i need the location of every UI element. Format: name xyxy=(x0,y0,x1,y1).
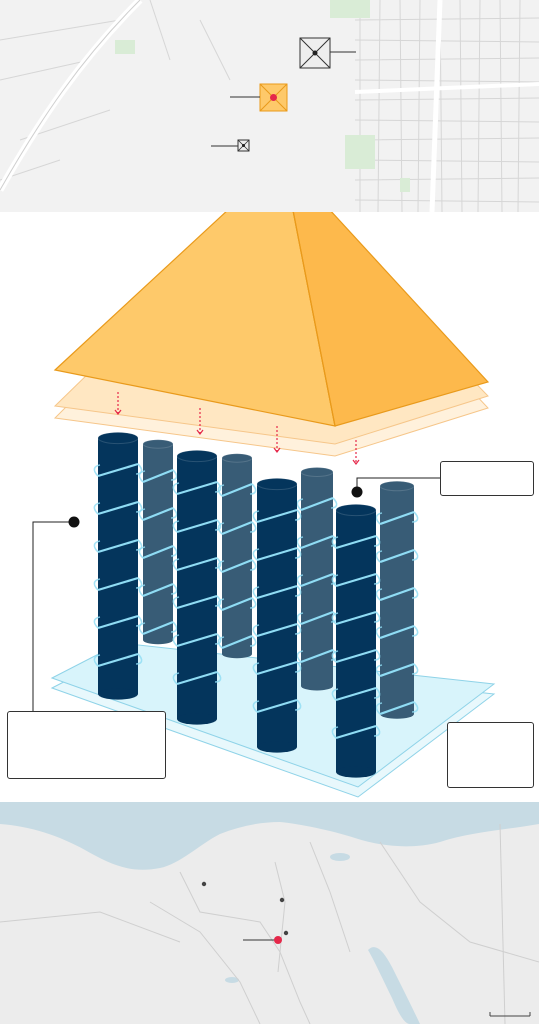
shaft xyxy=(217,453,257,659)
callout-leader-left xyxy=(32,516,80,712)
down-arrow xyxy=(273,426,281,453)
green-area xyxy=(330,0,370,18)
shaft xyxy=(93,431,143,700)
shaft xyxy=(252,477,302,753)
callout-leader-upper-right xyxy=(351,477,440,498)
pyramid-marker-icon xyxy=(211,139,250,152)
down-arrow xyxy=(196,408,204,435)
spiral-coil xyxy=(172,480,222,686)
pyramid-shaft-diagram xyxy=(0,212,539,802)
sea xyxy=(0,802,539,870)
callout-upper-right xyxy=(440,461,534,496)
city-dot xyxy=(279,897,285,903)
spiral-coil xyxy=(138,468,178,636)
spiral-coil xyxy=(331,534,381,740)
shaft xyxy=(296,467,338,691)
map-roads xyxy=(0,823,539,1024)
gulf xyxy=(368,947,420,1024)
pyramid-marker-icon xyxy=(299,37,356,69)
green-area xyxy=(345,135,375,169)
regional-map-graphic xyxy=(0,802,539,1024)
diagram-graphic xyxy=(32,212,496,798)
settling-arrows xyxy=(114,392,360,465)
city-dot xyxy=(201,881,207,887)
shaft xyxy=(331,503,381,778)
site-map-graphic xyxy=(0,0,539,212)
location-marker-icon xyxy=(243,936,282,944)
shafts-group xyxy=(93,431,419,778)
spiral-coil xyxy=(93,462,143,668)
shaft xyxy=(375,480,419,719)
city-streets xyxy=(0,0,539,212)
down-arrow xyxy=(114,392,122,415)
site-map xyxy=(0,0,539,212)
city-dot xyxy=(283,930,289,936)
down-arrow xyxy=(352,440,360,465)
spiral-coil xyxy=(217,482,257,650)
shaft xyxy=(138,439,178,645)
callout-left xyxy=(7,711,166,779)
regional-map xyxy=(0,802,539,1024)
scale-bar xyxy=(489,1012,531,1017)
spiral-coil xyxy=(375,510,419,716)
spiral-coil xyxy=(252,508,302,714)
pyramid-marker-icon xyxy=(230,83,288,112)
callout-lower-right xyxy=(447,722,534,788)
shaft xyxy=(172,449,222,725)
